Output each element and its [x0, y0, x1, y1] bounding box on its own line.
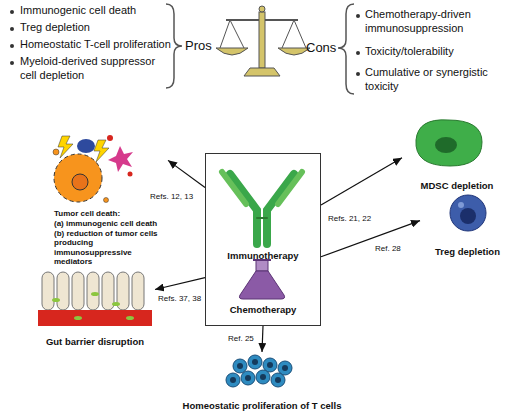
cons-item: Cumulative or synergistic toxicity: [365, 66, 505, 94]
arrow-connector: [262, 326, 263, 352]
antibody: [222, 172, 302, 244]
pros-item: Myeloid-derived suppressor cell depletio…: [20, 55, 170, 83]
arrow-connector: [321, 221, 420, 257]
pros-item: Immunogenic cell death: [20, 4, 185, 18]
reference-label: Refs. 37, 38: [158, 294, 201, 303]
cons-item: Chemotherapy-driven immunosuppression: [365, 8, 515, 36]
node-text: Immunotherapy: [206, 250, 320, 261]
cons-item: Toxicity/tolerability: [365, 45, 515, 59]
gut-barrier: [38, 272, 152, 326]
pros-item: Treg depletion: [20, 21, 185, 35]
therapy-box: ImmunotherapyChemotherapy: [205, 153, 321, 326]
node-text: MDSC depletion: [402, 180, 512, 191]
t-cells: [226, 355, 292, 387]
node-text: Chemotherapy: [206, 304, 320, 315]
reference-label: Ref. 25: [228, 334, 254, 343]
tumor-cell: [53, 135, 133, 203]
node-text: (a) immunogenic cell death: [54, 219, 168, 229]
node-text: Tumor cell death:: [54, 209, 168, 219]
brace: [338, 4, 354, 94]
arrow-connector: [155, 278, 205, 290]
reference-label: Ref. 28: [375, 244, 401, 253]
balance-scale: [216, 6, 310, 76]
t-cell-box: Homeostatic proliferation of T cells: [160, 352, 364, 412]
reference-label: Refs. 12, 13: [150, 192, 193, 201]
node-text: Treg depletion: [420, 246, 515, 257]
gut-box: Gut barrier disruption: [35, 270, 155, 348]
pros-item: Homeostatic T-cell proliferation: [20, 38, 185, 52]
pros-heading: Pros: [185, 38, 225, 54]
mdsc-cell: [416, 120, 482, 166]
mdsc-box: MDSC depletion: [402, 116, 512, 192]
node-text: Homeostatic proliferation of T cells: [160, 400, 364, 411]
cons-heading: Cons: [306, 40, 346, 56]
arrow-connector: [321, 158, 402, 205]
treg-cell: [450, 195, 486, 231]
treg-box: Treg depletion: [420, 190, 515, 258]
reference-label: Refs. 21, 22: [328, 214, 371, 223]
node-text: (b) reduction of tumor cells producing i…: [54, 229, 168, 267]
tumor-cell-death-box: Tumor cell death:(a) immunogenic cell de…: [40, 130, 168, 268]
node-text: Gut barrier disruption: [35, 336, 155, 347]
arrow-connector: [168, 160, 205, 187]
flask: [239, 260, 284, 299]
